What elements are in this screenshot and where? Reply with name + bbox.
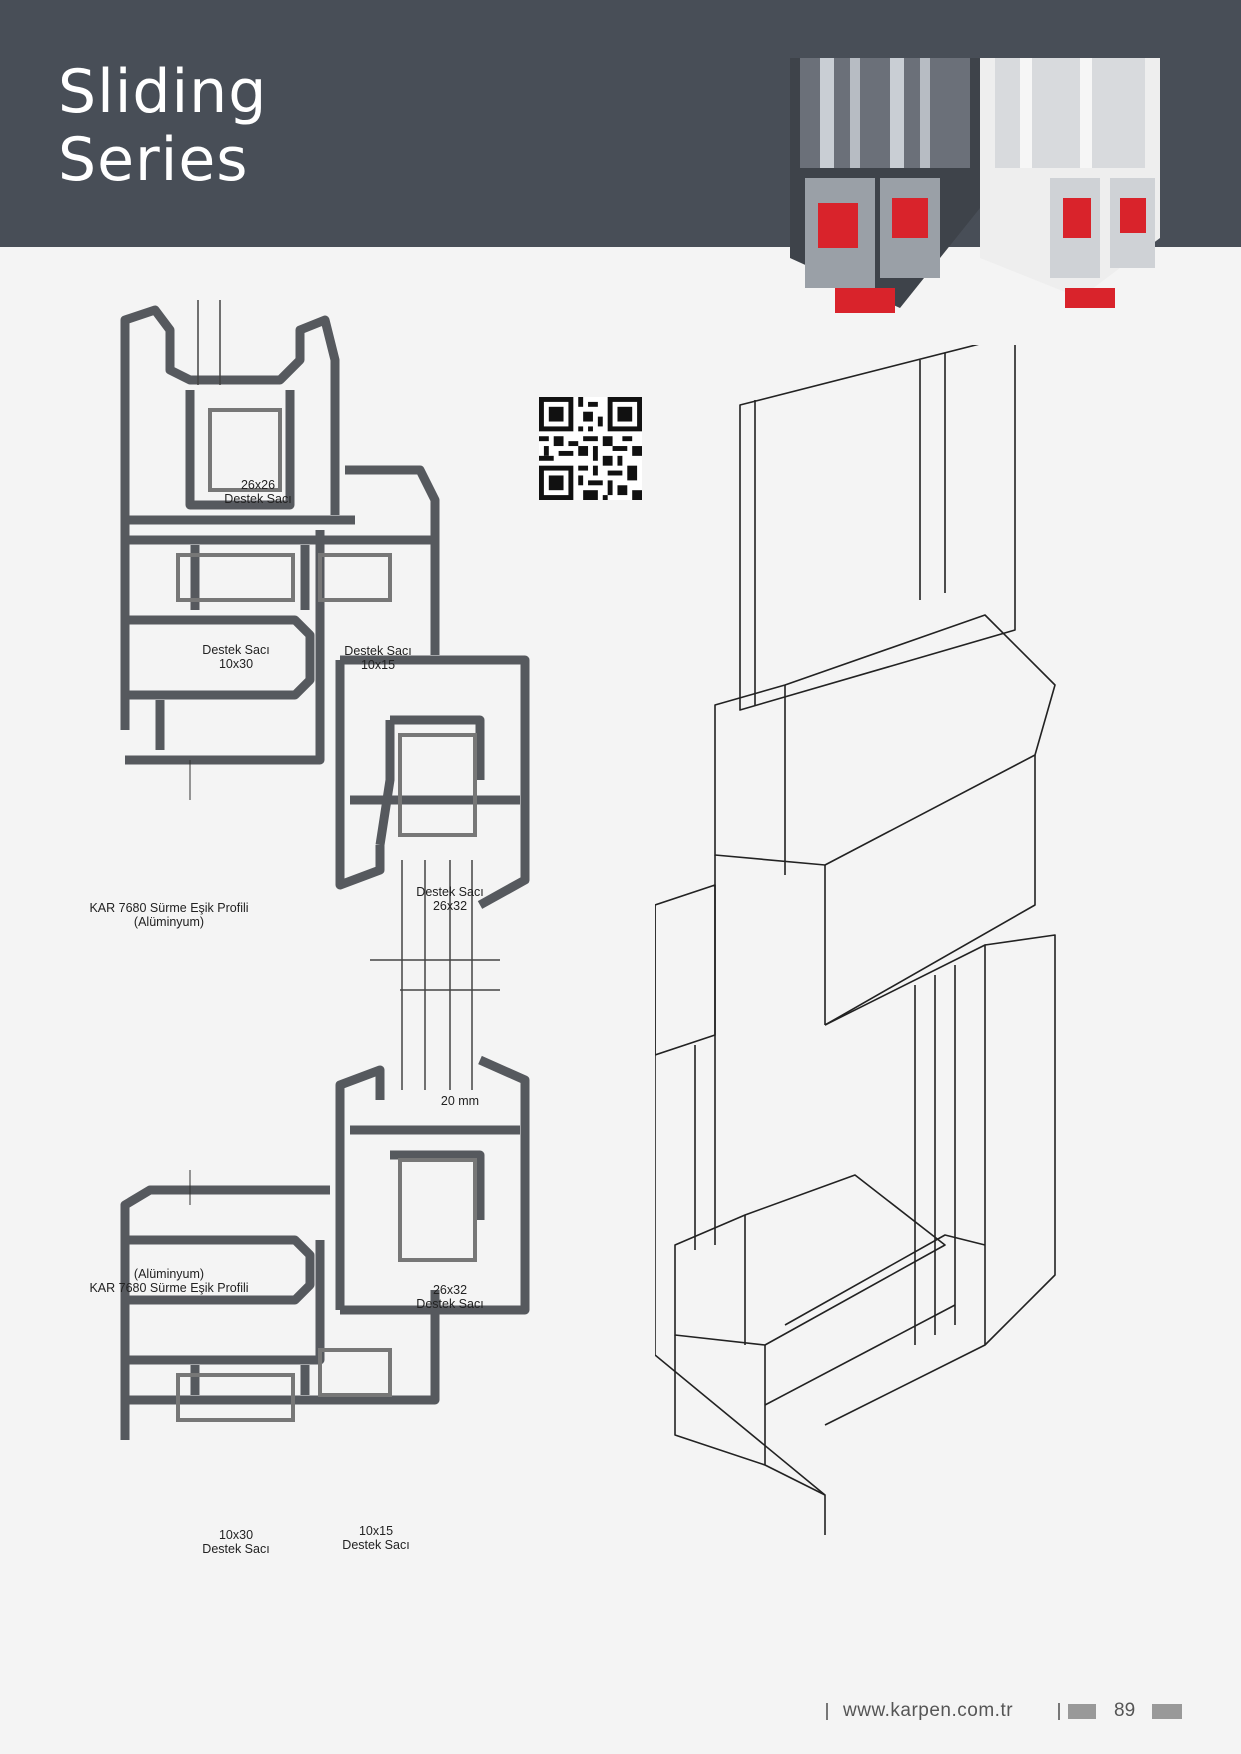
label-size: 26x32 bbox=[432, 899, 468, 913]
title-line-1: Sliding bbox=[58, 57, 268, 127]
label-line: KAR 7680 Sürme Eşik Profili bbox=[89, 901, 249, 915]
label-bottom-reinforcement-right: 10x15 Destek Sacı bbox=[336, 1524, 416, 1552]
label-name: Destek Sacı bbox=[224, 492, 292, 506]
label-sash-reinforcement-low: 26x32 Destek Sacı bbox=[410, 1283, 490, 1311]
label-frame-reinforcement-left: Destek Sacı 10x30 bbox=[196, 643, 276, 671]
label-line: (Alüminyum) bbox=[133, 915, 205, 929]
label-size: 10x30 bbox=[218, 1528, 254, 1542]
label-name: Destek Sacı bbox=[344, 644, 412, 658]
label-line: KAR 7680 Sürme Eşik Profili bbox=[89, 1281, 249, 1295]
cross-section-drawing bbox=[120, 300, 530, 1440]
label-line: (Alüminyum) bbox=[133, 1267, 205, 1281]
title-line-2: Series bbox=[58, 125, 249, 195]
footer-url[interactable]: www.karpen.com.tr bbox=[843, 1700, 1014, 1721]
footer-block-left bbox=[1068, 1704, 1096, 1719]
label-size: 10x15 bbox=[358, 1524, 394, 1538]
page-number: 89 bbox=[1114, 1700, 1136, 1721]
label-bottom-reinforcement-left: 10x30 Destek Sacı bbox=[196, 1528, 276, 1556]
footer-block-right bbox=[1152, 1704, 1182, 1719]
label-name: Destek Sacı bbox=[416, 885, 484, 899]
label-size: 26x32 bbox=[432, 1283, 468, 1297]
label-threshold-top: KAR 7680 Sürme Eşik Profili (Alüminyum) bbox=[86, 901, 252, 929]
isometric-window-drawing bbox=[655, 345, 1056, 1535]
label-name: Destek Sacı bbox=[202, 643, 270, 657]
label-size: 10x15 bbox=[360, 658, 396, 672]
label-frame-reinforcement-right: Destek Sacı 10x15 bbox=[338, 644, 418, 672]
label-name: Destek Sacı bbox=[202, 1542, 270, 1556]
label-top-sash-reinforcement: 26x26 Destek Sacı bbox=[220, 478, 296, 506]
label-size: 26x26 bbox=[240, 478, 276, 492]
page-title: Sliding Series bbox=[58, 58, 267, 194]
footer-divider bbox=[826, 1703, 828, 1720]
label-sash-reinforcement-mid: Destek Sacı 26x32 bbox=[410, 885, 490, 913]
footer-divider bbox=[1058, 1703, 1060, 1720]
label-threshold-bottom: (Alüminyum) KAR 7680 Sürme Eşik Profili bbox=[86, 1267, 252, 1295]
hero-profile-image bbox=[790, 58, 1160, 313]
label-size: 10x30 bbox=[218, 657, 254, 671]
label-glass-gap: 20 mm bbox=[440, 1094, 480, 1108]
qr-code[interactable] bbox=[538, 397, 643, 500]
label-name: Destek Sacı bbox=[342, 1538, 410, 1552]
label-name: Destek Sacı bbox=[416, 1297, 484, 1311]
